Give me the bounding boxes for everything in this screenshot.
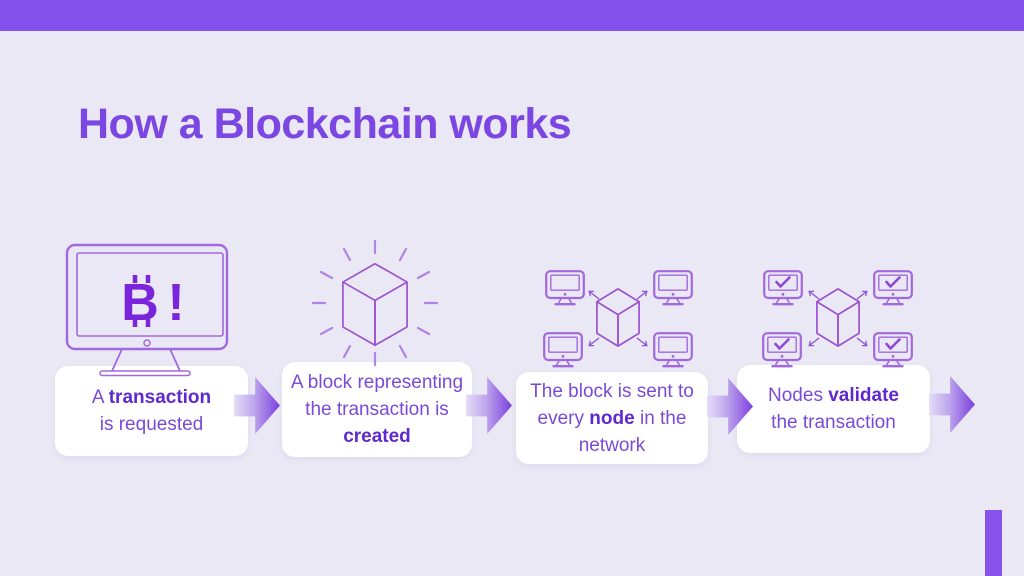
card-text-line: every node in the bbox=[538, 405, 687, 432]
step-card-4: Nodes validate the transaction bbox=[737, 365, 930, 453]
card-text-line: The block is sent to bbox=[530, 378, 694, 405]
text-segment: A block representing bbox=[290, 372, 464, 393]
card-text-line: A transaction bbox=[92, 384, 211, 411]
validating-monitor-icon bbox=[763, 333, 801, 366]
step-card-2: A block representing the transaction is … bbox=[282, 362, 472, 457]
text-segment: network bbox=[578, 434, 646, 456]
node-monitor-icon bbox=[545, 270, 585, 306]
validating-monitor-icon bbox=[874, 271, 912, 304]
card-text-line: network bbox=[579, 432, 646, 459]
bitcoin-symbol-b: B bbox=[121, 274, 159, 332]
card-text-line: created bbox=[343, 423, 411, 450]
broadcast-arrow bbox=[588, 290, 600, 300]
exclamation-mark: ! bbox=[167, 274, 184, 332]
bottom-accent-bar bbox=[985, 510, 1002, 576]
monitor-body bbox=[65, 243, 229, 351]
text-segment: the transaction is bbox=[305, 399, 449, 420]
broadcast-arrow bbox=[636, 337, 648, 347]
block-cube-icon bbox=[596, 288, 640, 347]
validating-monitor-icon bbox=[764, 271, 802, 304]
monitor-bitcoin-icon: B ! bbox=[65, 243, 229, 377]
text-segment-bold: node bbox=[589, 407, 635, 429]
bitcoin-symbol-strokes bbox=[132, 275, 151, 327]
flow-arrow-4 bbox=[929, 376, 975, 433]
node-monitor-icon bbox=[653, 270, 693, 306]
shining-cube-icon bbox=[311, 239, 439, 367]
text-segment: is requested bbox=[99, 414, 204, 435]
monitor-screen bbox=[76, 252, 224, 337]
cube-network-icon bbox=[543, 270, 693, 368]
node-monitor-icon bbox=[653, 332, 693, 368]
top-accent-bar bbox=[0, 0, 1024, 31]
card-text-line: A block representing bbox=[291, 369, 463, 396]
text-segment: every bbox=[537, 407, 590, 429]
broadcast-arrow bbox=[808, 337, 820, 347]
broadcast-arrow bbox=[808, 290, 820, 300]
text-segment-bold: transaction bbox=[108, 387, 212, 408]
monitor-base bbox=[99, 370, 191, 377]
node-monitor-icon bbox=[543, 332, 583, 368]
monitor-stand bbox=[111, 348, 181, 372]
block-cube-icon bbox=[341, 262, 409, 347]
flow-arrow-2 bbox=[466, 377, 512, 434]
text-segment-bold: validate bbox=[828, 385, 899, 406]
slide-title: How a Blockchain works bbox=[78, 100, 572, 148]
step-card-3: The block is sent to every node in the n… bbox=[516, 372, 708, 464]
text-segment: in the bbox=[634, 407, 687, 429]
text-segment: the transaction bbox=[771, 412, 896, 433]
text-segment: The block is sent to bbox=[530, 380, 694, 402]
text-segment-bold: created bbox=[343, 426, 411, 447]
card-text-line: the transaction is bbox=[305, 396, 449, 423]
broadcast-arrow bbox=[856, 290, 868, 300]
block-cube-icon bbox=[816, 288, 860, 347]
card-text-line: is requested bbox=[100, 411, 204, 438]
broadcast-arrow bbox=[588, 337, 600, 347]
validating-monitor-icon bbox=[874, 333, 912, 366]
shine-rays bbox=[311, 239, 439, 367]
card-text-line: the transaction bbox=[771, 409, 896, 436]
text-segment: A bbox=[91, 387, 109, 408]
broadcast-arrow bbox=[856, 337, 868, 347]
card-text-line: Nodes validate bbox=[768, 382, 899, 409]
text-segment: Nodes bbox=[768, 385, 829, 406]
broadcast-arrow bbox=[636, 290, 648, 300]
monitor-button bbox=[143, 339, 151, 347]
cube-network-check-icon bbox=[753, 262, 931, 377]
step-card-1: A transaction is requested bbox=[55, 366, 248, 456]
